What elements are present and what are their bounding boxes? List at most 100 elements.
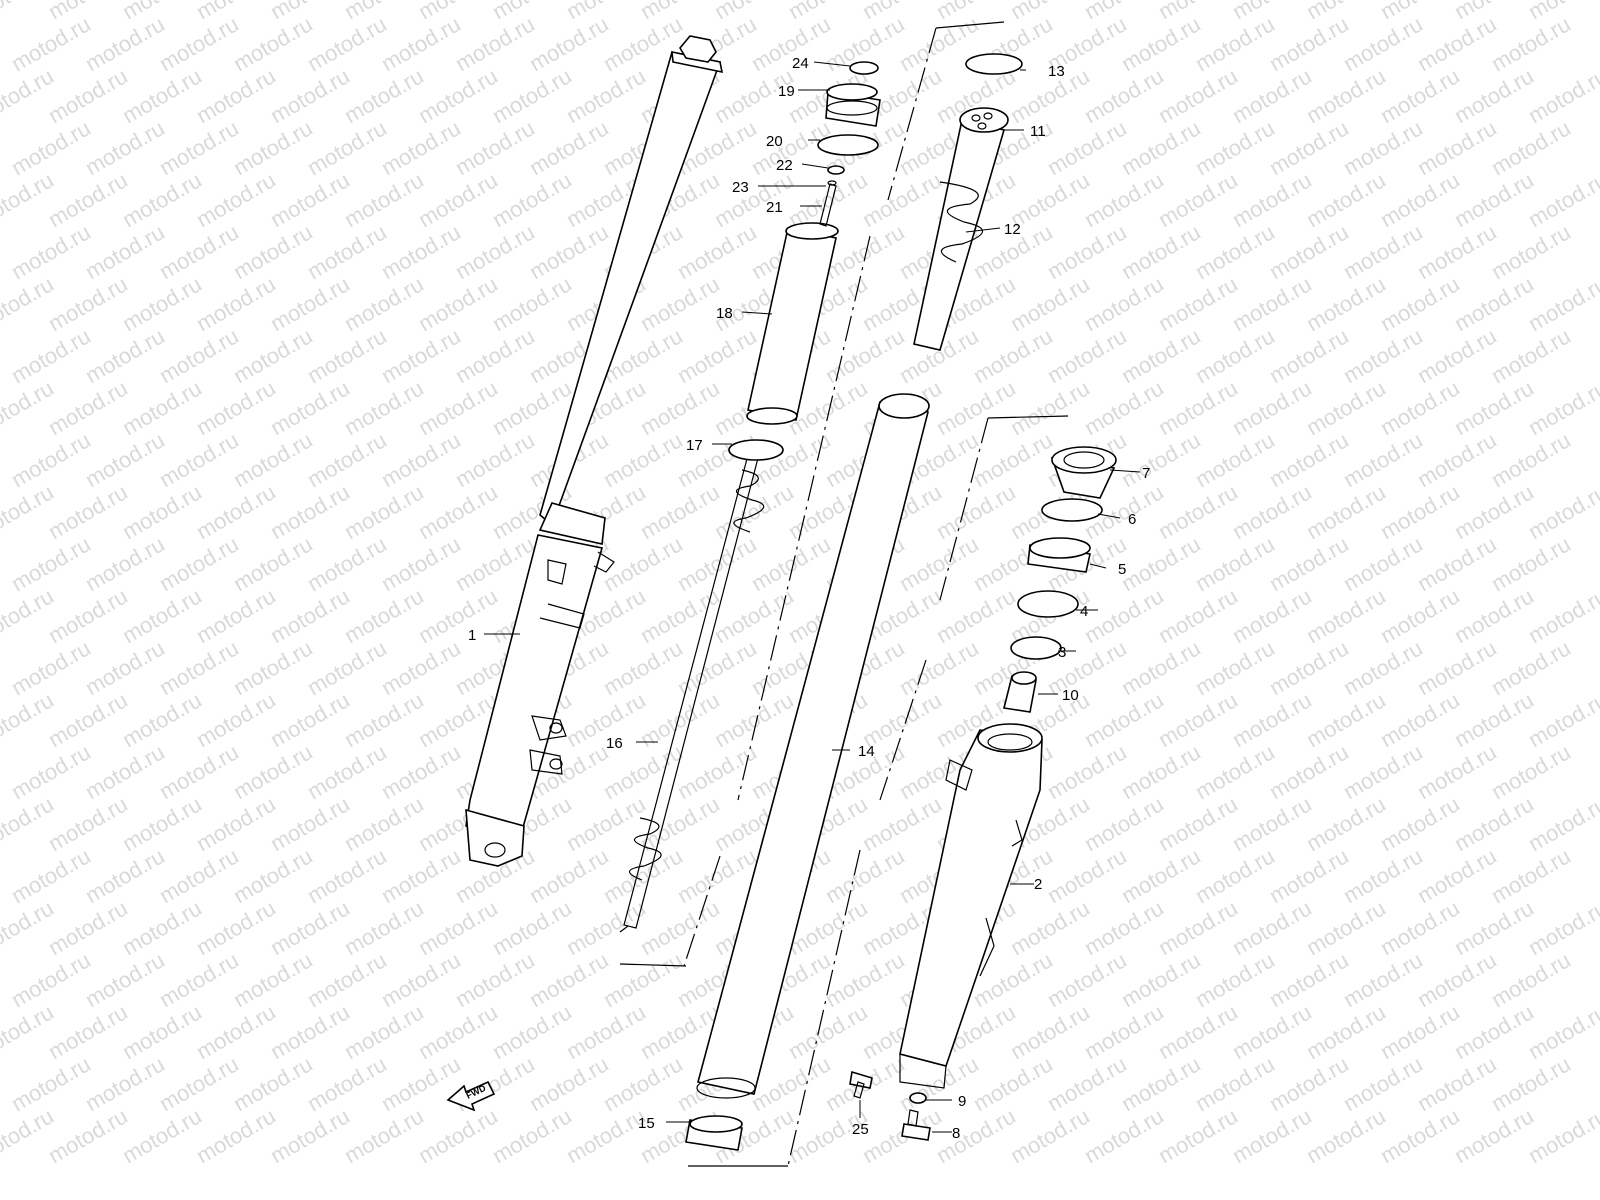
watermark-text: motod.ru bbox=[451, 323, 539, 388]
watermark-text: motod.ru bbox=[1080, 1103, 1168, 1168]
watermark-text: motod.ru bbox=[155, 115, 243, 180]
watermark-text: motod.ru bbox=[414, 479, 502, 544]
watermark-text: motod.ru bbox=[44, 1103, 132, 1168]
watermark-text: motod.ru bbox=[7, 843, 95, 908]
watermark-text: motod.ru bbox=[1339, 11, 1427, 76]
watermark-text: motod.ru bbox=[1265, 1051, 1353, 1116]
watermark-text: motod.ru bbox=[7, 11, 95, 76]
watermark-text: motod.ru bbox=[44, 791, 132, 856]
watermark-text: motod.ru bbox=[303, 843, 391, 908]
watermark-text: motod.ru bbox=[1117, 635, 1205, 700]
watermark-text: motod.ru bbox=[1339, 219, 1427, 284]
watermark-text: motod.ru bbox=[303, 947, 391, 1012]
watermark-text: motod.ru bbox=[1413, 11, 1501, 76]
watermark-text: motod.ru bbox=[340, 1103, 428, 1168]
watermark-text: motod.ru bbox=[1339, 427, 1427, 492]
watermark-text: motod.ru bbox=[1339, 635, 1427, 700]
watermark-text: motod.ru bbox=[1154, 479, 1242, 544]
watermark-text: motod.ru bbox=[1450, 895, 1538, 960]
watermark-text: motod.ru bbox=[44, 687, 132, 752]
watermark-text: motod.ru bbox=[81, 323, 169, 388]
watermark-text: motod.ru bbox=[1228, 791, 1316, 856]
watermark-text: motod.ru bbox=[303, 427, 391, 492]
watermark-text: motod.ru bbox=[229, 531, 317, 596]
watermark-text: motod.ru bbox=[932, 1103, 1020, 1168]
watermark-text: motod.ru bbox=[81, 843, 169, 908]
part-23-21-rod-top bbox=[819, 180, 837, 227]
watermark-text: motod.ru bbox=[1413, 843, 1501, 908]
watermark-text: motod.ru bbox=[932, 583, 1020, 648]
watermark-text: motod.ru bbox=[451, 11, 539, 76]
watermark-text: motod.ru bbox=[1117, 843, 1205, 908]
callout-22: 22 bbox=[776, 157, 793, 174]
watermark-text: motod.ru bbox=[229, 739, 317, 804]
callout-21: 21 bbox=[766, 199, 783, 216]
watermark-text: motod.ru bbox=[118, 479, 206, 544]
watermark-text: motod.ru bbox=[1302, 479, 1390, 544]
watermark-text: motod.ru bbox=[821, 843, 909, 908]
watermark-text: motod.ru bbox=[599, 947, 687, 1012]
watermark-text: motod.ru bbox=[414, 375, 502, 440]
watermark-text: motod.ru bbox=[414, 63, 502, 128]
watermark-text: motod.ru bbox=[488, 1103, 576, 1168]
watermark-text: motod.ru bbox=[155, 635, 243, 700]
watermark-text: motod.ru bbox=[303, 11, 391, 76]
watermark-text: motod.ru bbox=[599, 635, 687, 700]
watermark-text: motod.ru bbox=[44, 583, 132, 648]
watermark-text: motod.ru bbox=[1265, 323, 1353, 388]
watermark-text: motod.ru bbox=[1080, 999, 1168, 1064]
watermark-text: motod.ru bbox=[1339, 739, 1427, 804]
watermark-text: motod.ru bbox=[1265, 11, 1353, 76]
watermark-text: motod.ru bbox=[1154, 1103, 1242, 1168]
watermark-text: motod.ru bbox=[340, 479, 428, 544]
callout-7: 7 bbox=[1142, 465, 1150, 482]
watermark-text: motod.ru bbox=[192, 1103, 280, 1168]
watermark-text: motod.ru bbox=[1413, 739, 1501, 804]
watermark-text: motod.ru bbox=[1043, 843, 1131, 908]
watermark-text: motod.ru bbox=[1376, 895, 1464, 960]
watermark-text: motod.ru bbox=[303, 531, 391, 596]
watermark-text: motod.ru bbox=[340, 583, 428, 648]
callout-4: 4 bbox=[1080, 603, 1088, 620]
callout-2: 2 bbox=[1034, 876, 1042, 893]
watermark-text: motod.ru bbox=[414, 895, 502, 960]
watermark-text: motod.ru bbox=[599, 427, 687, 492]
watermark-text: motod.ru bbox=[1376, 687, 1464, 752]
watermark-text: motod.ru bbox=[155, 947, 243, 1012]
watermark-text: motod.ru bbox=[1413, 947, 1501, 1012]
watermark-text: motod.ru bbox=[1228, 167, 1316, 232]
watermark-text: motod.ru bbox=[673, 531, 761, 596]
watermark-text: motod.ru bbox=[266, 271, 354, 336]
callout-10: 10 bbox=[1062, 687, 1079, 704]
watermark-text: motod.ru bbox=[303, 635, 391, 700]
watermark-text: motod.ru bbox=[895, 531, 983, 596]
watermark-text: motod.ru bbox=[1191, 739, 1279, 804]
watermark-text: motod.ru bbox=[1043, 115, 1131, 180]
watermark-text: motod.ru bbox=[1450, 271, 1538, 336]
watermark-text: motod.ru bbox=[488, 271, 576, 336]
watermark-text: motod.ru bbox=[0, 63, 58, 128]
watermark-text: motod.ru bbox=[377, 947, 465, 1012]
watermark-text: motod.ru bbox=[44, 167, 132, 232]
part-24-washer bbox=[849, 61, 879, 75]
watermark-text: motod.ru bbox=[1117, 219, 1205, 284]
watermark-text: motod.ru bbox=[192, 63, 280, 128]
watermark-text: motod.ru bbox=[229, 843, 317, 908]
watermark-text: motod.ru bbox=[377, 11, 465, 76]
watermark-text: motod.ru bbox=[1191, 843, 1279, 908]
watermark-text: motod.ru bbox=[340, 687, 428, 752]
watermark-text: motod.ru bbox=[1413, 635, 1501, 700]
watermark-text: motod.ru bbox=[0, 375, 58, 440]
watermark-text: motod.ru bbox=[155, 739, 243, 804]
watermark-text: motod.ru bbox=[1265, 739, 1353, 804]
watermark-text: motod.ru bbox=[1191, 531, 1279, 596]
watermark-text: motod.ru bbox=[303, 323, 391, 388]
watermark-text: motod.ru bbox=[118, 583, 206, 648]
watermark-text: motod.ru bbox=[266, 895, 354, 960]
watermark-text: motod.ru bbox=[1043, 947, 1131, 1012]
callout-11: 11 bbox=[1030, 123, 1046, 140]
watermark-text: motod.ru bbox=[44, 895, 132, 960]
watermark-text: motod.ru bbox=[340, 271, 428, 336]
watermark-text: motod.ru bbox=[1154, 687, 1242, 752]
watermark-text: motod.ru bbox=[1487, 115, 1575, 180]
